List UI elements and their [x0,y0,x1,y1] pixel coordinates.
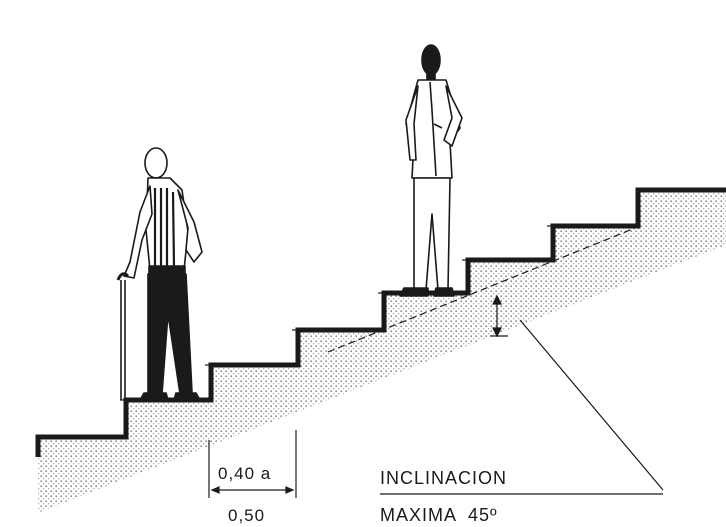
standing-right-arm [443,85,463,147]
elderly-left-arm [123,185,153,279]
standing-left-arm [405,85,419,161]
elderly-man-figure [123,147,203,401]
height-dimension [490,294,508,338]
nosing-ticks [120,225,559,401]
inclination-title: INCLINACION [380,468,507,488]
inclination-value: MAXIMA 45º [380,505,498,525]
elderly-right-arm [177,189,203,263]
tread-rise-label: 0,40 a [218,464,271,483]
elderly-shoes [139,392,201,401]
incline-leader [519,319,664,491]
elderly-trousers [147,273,193,395]
standing-trousers [413,177,451,291]
tread-width-label: 0,50 [228,506,265,525]
elderly-belt [148,265,186,275]
cane [116,272,130,400]
standing-head [421,44,441,76]
standing-man-figure [399,44,463,297]
tread-dimension [208,430,297,498]
standing-shoes [399,287,455,297]
elderly-head [144,147,168,179]
stair-mass [38,190,726,512]
pitch-line [327,225,641,353]
